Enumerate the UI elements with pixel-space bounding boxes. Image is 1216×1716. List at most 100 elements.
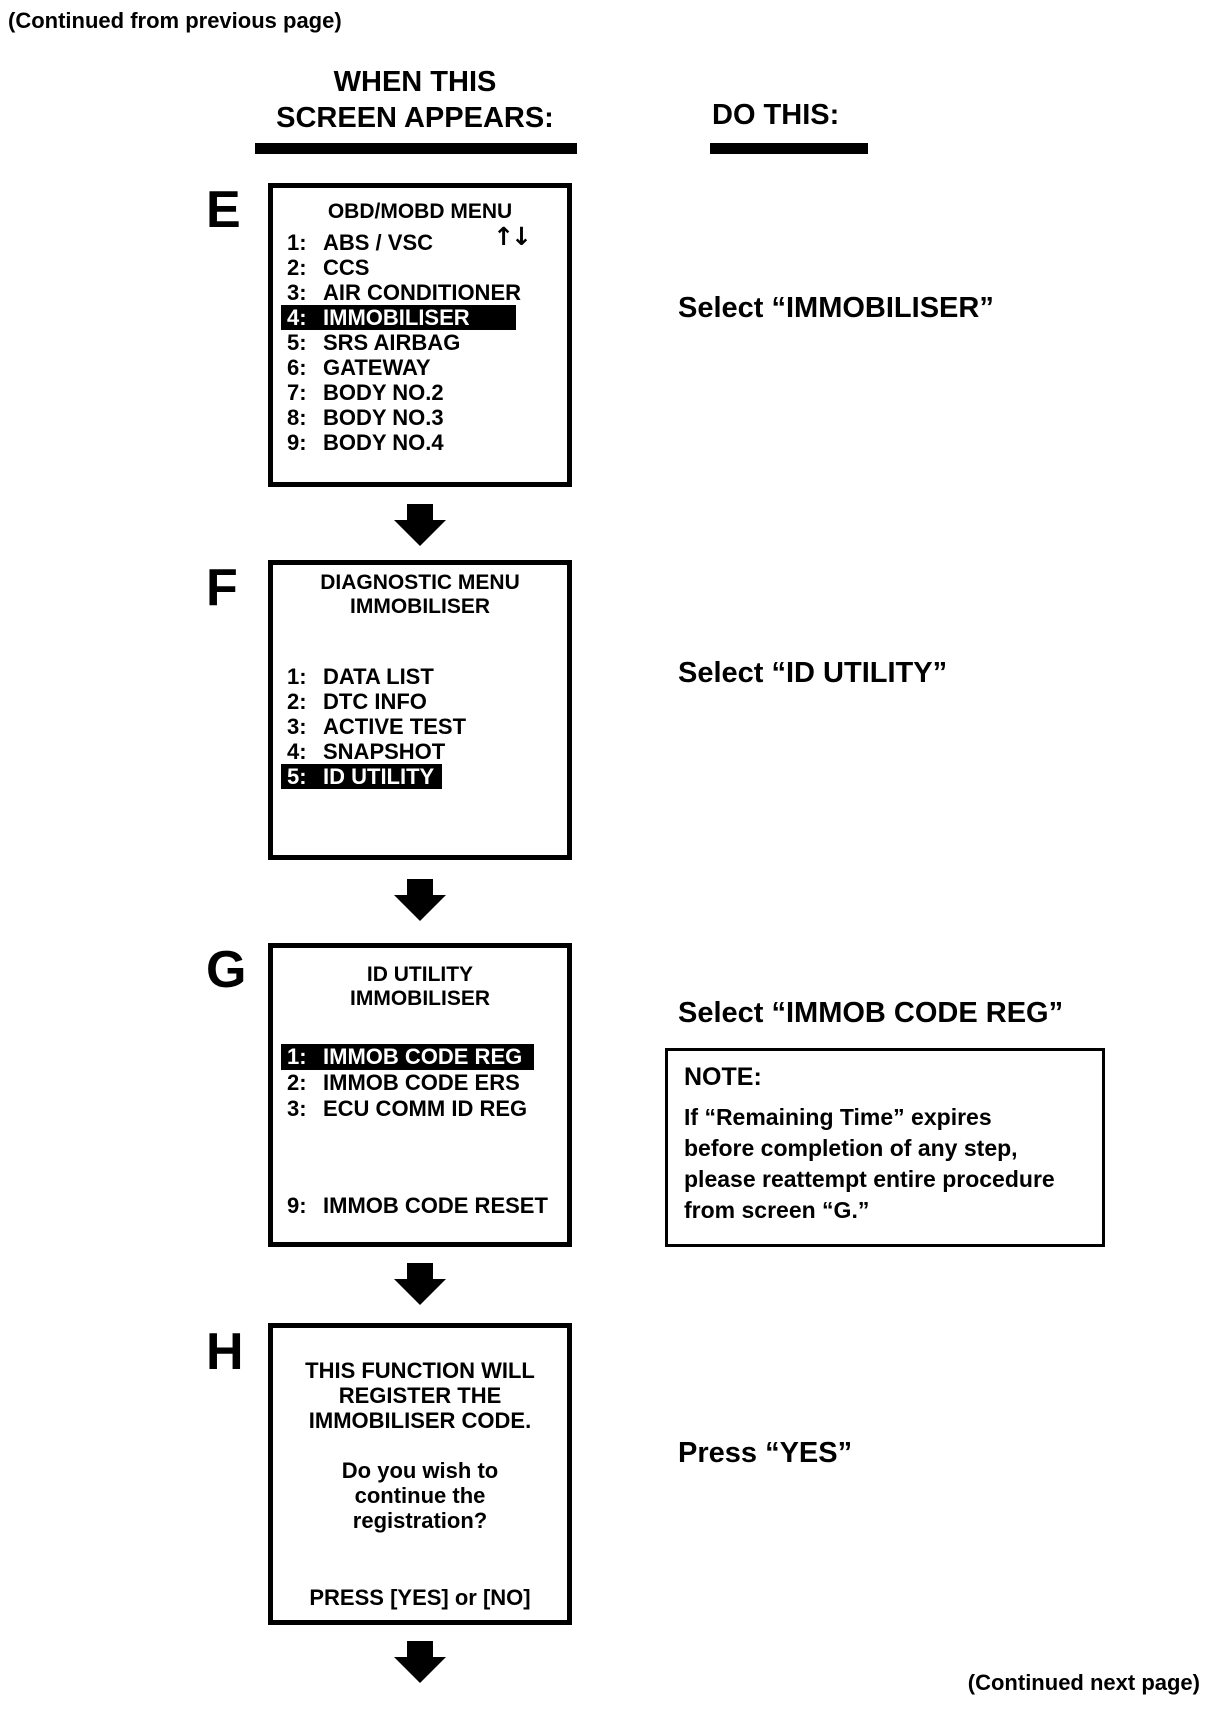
menu-item-number: 2: <box>287 1070 307 1095</box>
continued-from-previous-page: (Continued from previous page) <box>8 8 342 33</box>
menu-item: 2: DTC INFO <box>287 689 427 714</box>
menu-item-label: SNAPSHOT <box>323 738 446 764</box>
note-body-line: from screen “G.” <box>684 1197 870 1223</box>
menu-item-number: 5: <box>287 329 307 355</box>
header-left-line2: SCREEN APPEARS: <box>276 102 554 134</box>
screen-h-message-line: IMMOBILISER CODE. <box>308 1408 532 1433</box>
menu-item-number: 1: <box>287 663 307 689</box>
screen-g-id-utility: ID UTILITY IMMOBILISER 1: IMMOB CODE REG … <box>268 943 572 1247</box>
menu-item: 5:SRS AIRBAG <box>287 330 460 355</box>
menu-item: 9: BODY NO.4 <box>287 430 444 455</box>
instruction-select-id-utility: Select “ID UTILITY” <box>678 657 948 689</box>
menu-item-number: 2: <box>287 688 307 714</box>
screen-h-message: THIS FUNCTION WILL REGISTER THE IMMOBILI… <box>273 1358 567 1433</box>
column-header-do-this: DO THIS: <box>712 99 840 131</box>
screen-h-register-confirmation: THIS FUNCTION WILL REGISTER THE IMMOBILI… <box>268 1323 572 1625</box>
menu-item: 8: BODY NO.3 <box>287 405 444 430</box>
menu-item-label: DATA LIST <box>323 663 434 689</box>
menu-item-number: 4: <box>287 738 307 764</box>
screen-g-menu: 1: IMMOB CODE REG 2: IMMOB CODE ERS 3: ECU … <box>273 1044 567 1219</box>
menu-item-label: IMMOB CODE ERS <box>323 1070 520 1095</box>
flow-down-arrow-icon <box>394 1641 446 1683</box>
menu-item-number: 6: <box>287 354 307 380</box>
menu-item: 3: ECU COMM ID REG <box>287 1096 527 1122</box>
menu-item-label: IMMOBILISER <box>323 304 470 330</box>
menu-item-label: ECU COMM ID REG <box>323 1096 528 1121</box>
menu-item: 3: ACTIVE TEST <box>287 714 466 739</box>
instruction-press-yes: Press “YES” <box>678 1437 853 1469</box>
screen-f-title: DIAGNOSTIC MENU IMMOBILISER <box>273 571 567 619</box>
screen-h-message-line: THIS FUNCTION WILL <box>305 1358 535 1383</box>
menu-item: 1: DATA LIST <box>287 664 434 689</box>
screen-g-title-line1: ID UTILITY <box>366 963 474 986</box>
menu-item: 9: IMMOB CODE RESET <box>287 1193 548 1219</box>
menu-item-number: 5: <box>287 763 307 789</box>
menu-item-label: BODY NO.4 <box>323 429 444 455</box>
menu-item-highlighted: 4: IMMOBILISER <box>281 305 516 330</box>
menu-item-label: AIR CONDITIONER <box>323 279 521 305</box>
header-left-underline <box>255 143 577 154</box>
menu-item-number: 3: <box>287 279 307 305</box>
menu-item-highlighted: 5: ID UTILITY <box>281 763 443 789</box>
up-down-arrows-icon: ↑↓ <box>493 222 532 251</box>
note-body-line: If “Remaining Time” expires <box>684 1104 992 1130</box>
menu-item-number: 9: <box>287 429 307 455</box>
menu-item-label: GATEWAY <box>323 354 431 380</box>
screen-label-h: H <box>206 1323 244 1381</box>
screen-f-diagnostic-menu: DIAGNOSTIC MENU IMMOBILISER 1:DATA LIST … <box>268 560 572 860</box>
menu-item-label: IMMOB CODE RESET <box>323 1193 548 1218</box>
note-body-line: please reattempt entire procedure <box>684 1166 1055 1192</box>
menu-item-label: DTC INFO <box>323 688 427 714</box>
flow-down-arrow-icon <box>394 1263 446 1305</box>
screen-h-question: Do you wish to continue the registration… <box>273 1458 567 1533</box>
note-box: NOTE: If “Remaining Time” expires before… <box>665 1048 1105 1247</box>
menu-item-label: ACTIVE TEST <box>323 713 467 739</box>
column-header-when-this-screen-appears: WHEN THIS SCREEN APPEARS: <box>232 64 598 136</box>
screen-h-press-prompt: PRESS [YES] or [NO] <box>309 1585 531 1610</box>
flow-down-arrow-icon <box>394 504 446 546</box>
menu-item-number: 3: <box>287 1096 307 1121</box>
screen-g-title: ID UTILITY IMMOBILISER <box>273 963 567 1011</box>
menu-item-number: 8: <box>287 404 307 430</box>
menu-item-label: IMMOB CODE REG <box>323 1044 523 1069</box>
screen-label-g: G <box>206 941 247 999</box>
menu-item: 2: IMMOB CODE ERS <box>287 1070 520 1096</box>
screen-e-menu: 1: ABS / VSC 2: CCS 3: AIR CONDITIONER 4: IM… <box>273 230 567 455</box>
screen-label-e: E <box>206 181 241 239</box>
menu-item-number: 1: <box>287 1044 307 1069</box>
screen-f-title-line2: IMMOBILISER <box>350 595 490 618</box>
menu-item-number: 7: <box>287 379 307 405</box>
note-title: NOTE: <box>684 1063 762 1091</box>
menu-item-highlighted: 1: IMMOB CODE REG <box>281 1044 535 1070</box>
menu-item: 3: AIR CONDITIONER <box>287 280 521 305</box>
screen-e-obd-mobd-menu: OBD/MOBD MENU ↑↓ 1: ABS / VSC 2: CCS 3: AIR… <box>268 183 572 487</box>
menu-item-label: BODY NO.3 <box>323 404 444 430</box>
header-right-underline <box>710 143 868 154</box>
menu-item: 2: CCS <box>287 255 369 280</box>
continued-next-page: (Continued next page) <box>967 1670 1200 1695</box>
menu-item: 7:BODY NO.2 <box>287 380 444 405</box>
flow-down-arrow-icon <box>394 879 446 921</box>
menu-item: 1: ABS / VSC <box>287 230 433 255</box>
menu-item-number: 3: <box>287 713 307 739</box>
menu-item-number: 1: <box>287 229 307 255</box>
menu-item-number: 2: <box>287 254 307 280</box>
menu-item-label: CCS <box>323 254 370 280</box>
screen-e-title: OBD/MOBD MENU <box>327 200 513 223</box>
note-body-line: before completion of any step, <box>684 1135 1018 1161</box>
screen-h-question-line: Do you wish to <box>341 1458 499 1483</box>
instruction-select-immobiliser: Select “IMMOBILISER” <box>678 292 994 324</box>
screen-label-f: F <box>206 559 238 617</box>
menu-item-label: ABS / VSC <box>323 229 434 255</box>
menu-item-label: ID UTILITY <box>323 763 435 789</box>
menu-item: 6: GATEWAY <box>287 355 431 380</box>
instruction-select-immob-code-reg: Select “IMMOB CODE REG” <box>678 997 1064 1029</box>
menu-item-number: 9: <box>287 1193 307 1218</box>
menu-item-number: 4: <box>287 304 307 330</box>
note-body: If “Remaining Time” expires before compl… <box>684 1102 1090 1226</box>
header-left-line1: WHEN THIS <box>333 66 497 98</box>
screen-h-question-line: registration? <box>352 1508 488 1533</box>
screen-h-question-line: continue the <box>354 1483 486 1508</box>
screen-g-title-line2: IMMOBILISER <box>350 987 490 1010</box>
